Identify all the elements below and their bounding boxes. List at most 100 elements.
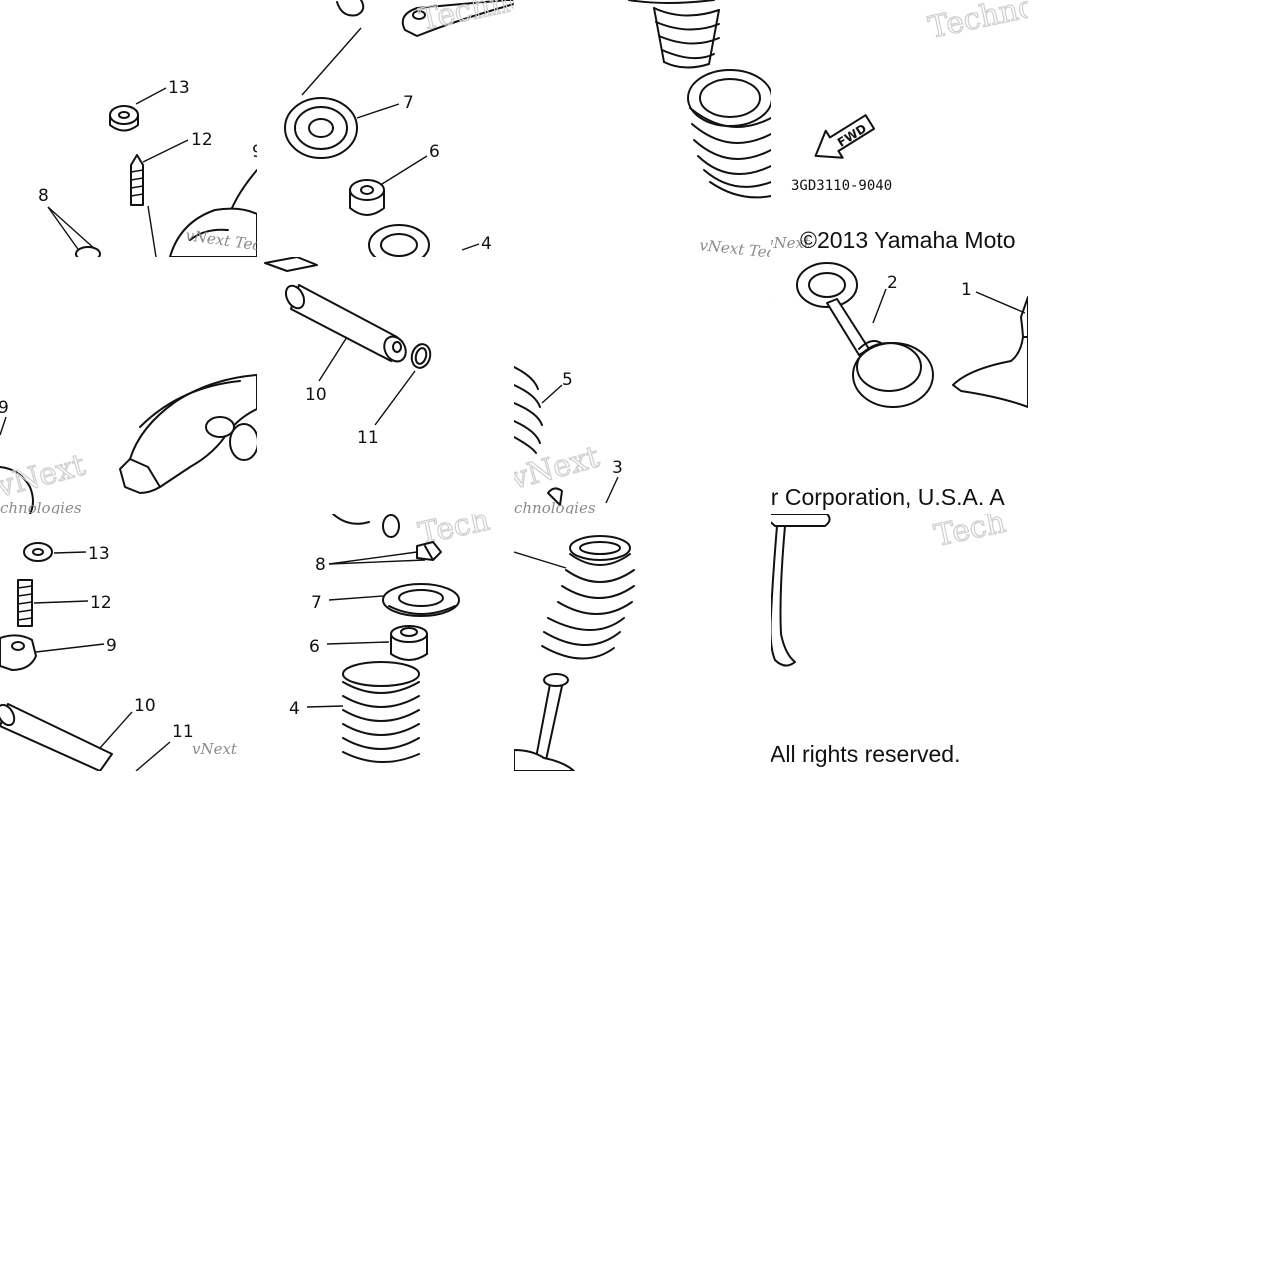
copyright-part2: or Corporation, U.S.A. A xyxy=(771,484,1005,510)
part-valve-stem xyxy=(514,673,575,771)
part-valve-3 xyxy=(771,514,831,667)
part-spring-5 xyxy=(514,366,543,454)
tile-r2c2-drawing: 10 11 xyxy=(264,257,432,448)
leader-13-b xyxy=(53,551,87,554)
fwd-arrow-icon: FWD xyxy=(814,114,876,159)
leader-5-b xyxy=(514,551,567,569)
leader-8b xyxy=(47,206,97,251)
callout-3: 3 xyxy=(612,458,623,478)
part-retainer-7-b xyxy=(382,583,460,617)
tile-r1c4-drawing: Techno FWD 3GD3110-9040 vNext xyxy=(771,0,1028,252)
tile-r2c3-drawing: 5 3 vNext chnologies xyxy=(514,366,623,514)
leader-12-b xyxy=(33,600,89,604)
callout-7: 7 xyxy=(403,93,414,113)
part-shaft-10-b xyxy=(0,703,113,771)
callout-12: 12 xyxy=(191,130,213,150)
leader-2 xyxy=(872,288,887,324)
tile-r2c1-drawing: 9 vNext chnologies xyxy=(0,374,257,514)
tile-r3c3 xyxy=(514,514,771,771)
leader-10-b xyxy=(99,711,133,749)
tile-r3c4: 3 Tech vNext All rights reserved. xyxy=(771,514,1028,771)
part-seal-6 xyxy=(349,179,385,216)
tile-r2c3: 5 3 vNext chnologies xyxy=(514,257,771,514)
leader-11-b xyxy=(135,741,171,771)
tile-r1c1: 13 12 8 9 vNext Tec xyxy=(0,0,257,257)
part-valve-2 xyxy=(796,262,934,408)
leader-7-b xyxy=(328,595,384,601)
tile-r1c4: Techno FWD 3GD3110-9040 vNext ©2013 Yama… xyxy=(771,0,1028,257)
tile-r2c4: 5 2 1 or Corporation, U.S.A. A xyxy=(771,257,1028,514)
part-rocker-arm-9-b xyxy=(0,634,37,671)
callout-4-b: 4 xyxy=(289,699,300,719)
diagram-code: 3GD3110-9040 xyxy=(791,178,892,194)
callout-10-b: 10 xyxy=(134,696,156,716)
part-o-ring-11 xyxy=(410,343,432,369)
callout-9: 9 xyxy=(0,398,9,418)
tile-r3c1: 13 12 9 10 11 vNext xyxy=(0,514,257,771)
leader-11 xyxy=(374,370,416,426)
leader-8b-b xyxy=(328,559,426,565)
watermark-vnext-tec-2: vNext Tec xyxy=(699,236,771,257)
leader-8a-b xyxy=(328,551,418,565)
part-spring-lower xyxy=(687,69,771,199)
callout-4: 4 xyxy=(481,234,492,254)
part-seal-6-b xyxy=(390,625,428,661)
callout-6: 6 xyxy=(429,142,440,162)
part-stud-12 xyxy=(130,154,144,206)
tile-r2c4-drawing: 5 2 1 xyxy=(771,262,1028,408)
part-rocker-arm-9 xyxy=(119,374,257,494)
part-retainer-7 xyxy=(284,97,358,159)
callout-9-partial: 9 xyxy=(252,142,257,162)
part-spring-5-b xyxy=(541,535,635,660)
watermark-vnext-b: vNext xyxy=(192,740,238,758)
callout-13-b: 13 xyxy=(88,544,110,564)
copyright-part3: All rights reserved. xyxy=(771,741,961,767)
tile-r1c3-drawing: vNext Tec xyxy=(628,0,771,257)
part-stud-12-b xyxy=(17,579,33,627)
leader-6 xyxy=(381,155,428,185)
watermark-technologies: chnologies xyxy=(0,499,82,514)
leader-6-b xyxy=(326,641,390,645)
leader-9 xyxy=(0,416,7,436)
leader-12 xyxy=(142,139,189,163)
tile-r3c4-drawing: 3 Tech vNext xyxy=(771,514,1009,667)
callout-5: 5 xyxy=(562,370,573,390)
callout-7-b: 7 xyxy=(311,593,322,613)
tile-r1c1-drawing: 13 12 8 9 vNext Tec xyxy=(38,78,257,257)
watermark-next: vNext xyxy=(0,448,89,505)
watermark-tech-2: Tech xyxy=(931,514,1008,554)
tile-r3c3-drawing xyxy=(514,535,635,771)
leader-1 xyxy=(975,291,1026,314)
callout-6-b: 6 xyxy=(309,637,320,657)
leader-3 xyxy=(605,476,619,504)
watermark-technologies-2: chnologies xyxy=(514,499,596,514)
tile-r2c2: 10 11 xyxy=(257,257,514,514)
tile-r3c2-drawing: Tech 8 7 6 xyxy=(289,514,493,763)
callout-8-b: 8 xyxy=(315,555,326,575)
callout-12-b: 12 xyxy=(90,593,112,613)
callout-2: 2 xyxy=(887,273,898,293)
tile-r3c1-drawing: 13 12 9 10 11 vNext xyxy=(0,542,238,771)
watermark-techno: Techno xyxy=(416,0,514,38)
callout-11-b: 11 xyxy=(172,722,194,742)
part-shaft-10 xyxy=(284,284,407,363)
copyright-part1: ©2013 Yamaha Moto xyxy=(800,227,1016,253)
watermark-vnext-partial: vNext xyxy=(771,234,811,252)
tile-r1c2-drawing: Techno 7 6 4 xyxy=(284,0,514,257)
leader-9-b xyxy=(35,643,105,653)
tile-r1c2: Techno 7 6 4 xyxy=(257,0,514,257)
leader-8a xyxy=(47,206,81,253)
leader-5 xyxy=(541,384,563,404)
watermark-techno-2: Techno xyxy=(925,0,1028,46)
tile-r3c2: Tech 8 7 6 xyxy=(257,514,514,771)
callout-9-b: 9 xyxy=(106,636,117,656)
part-nut-13 xyxy=(109,105,139,132)
callout-8: 8 xyxy=(38,186,49,206)
tile-r1c3: vNext Tec xyxy=(514,0,771,257)
part-valve-1 xyxy=(952,296,1028,408)
leader-4-b xyxy=(306,705,344,708)
leader-13 xyxy=(135,87,167,105)
part-nut-13-b xyxy=(23,542,53,562)
callout-10: 10 xyxy=(305,385,327,405)
part-spring-4-b xyxy=(342,661,420,763)
